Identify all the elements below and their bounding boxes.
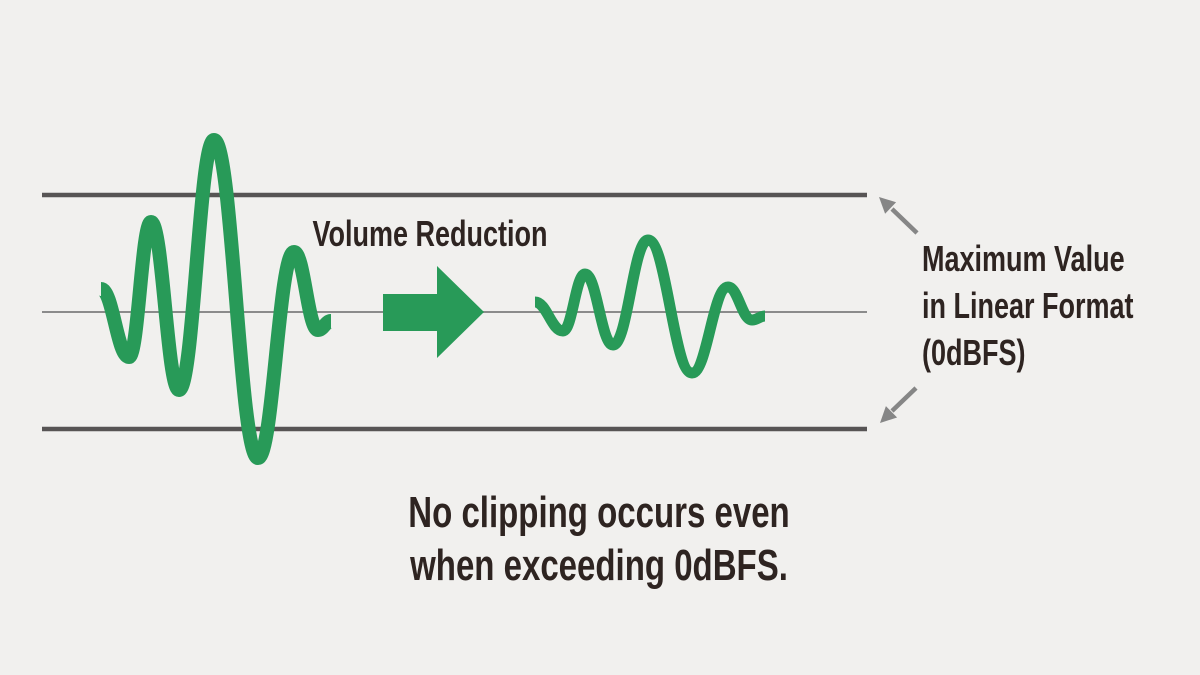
annotation-line-1: Maximum Value bbox=[922, 238, 1125, 279]
annotation-line-2: in Linear Format bbox=[922, 285, 1134, 326]
caption: No clipping occurs even when exceeding 0… bbox=[408, 486, 789, 592]
caption-line-2: when exceeding 0dBFS. bbox=[410, 541, 788, 590]
original-waveform bbox=[97, 133, 333, 465]
annotation-line-3: (0dBFS) bbox=[922, 332, 1026, 373]
max-value-annotation: Maximum Value in Linear Format (0dBFS) bbox=[922, 235, 1134, 376]
pointer-arrow-bottom-icon bbox=[880, 386, 918, 423]
pointer-arrow-top-head bbox=[879, 197, 897, 214]
pointer-arrow-bottom-head bbox=[880, 406, 898, 423]
pointer-arrow-bottom-shaft bbox=[890, 386, 918, 413]
volume-reduction-label: Volume Reduction bbox=[312, 213, 548, 254]
caption-line-1: No clipping occurs even bbox=[408, 488, 790, 537]
volume-reduction-arrow-icon bbox=[383, 266, 484, 358]
pointer-arrow-top-icon bbox=[879, 197, 919, 235]
reduced-waveform bbox=[533, 234, 766, 379]
pointer-arrow-top-shaft bbox=[890, 207, 919, 235]
